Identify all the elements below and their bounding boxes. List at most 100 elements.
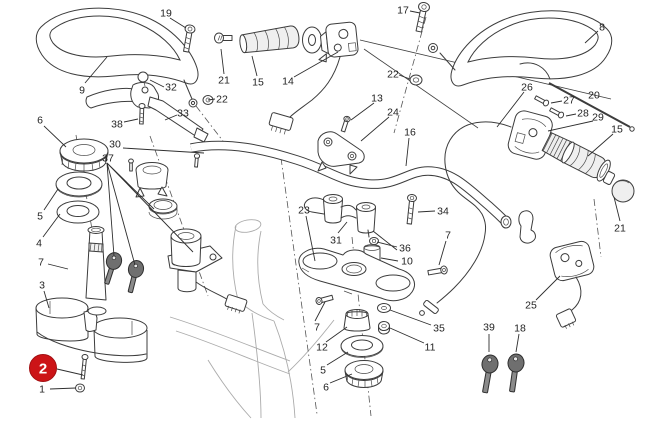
callout-1[interactable]: 1 xyxy=(39,384,45,396)
callout-3[interactable]: 3 xyxy=(39,280,45,292)
callout-32[interactable]: 32 xyxy=(165,82,177,94)
callout-6-left[interactable]: 6 xyxy=(37,115,43,127)
callout-7-clamp-right[interactable]: 7 xyxy=(445,230,451,242)
right-mirror xyxy=(428,10,613,87)
callout-5-center[interactable]: 5 xyxy=(320,365,326,377)
pinch-bolt-7-right xyxy=(427,265,448,276)
callout-25[interactable]: 25 xyxy=(525,300,537,312)
cable-ferrule xyxy=(423,300,439,314)
pinch-bolt-7-left xyxy=(315,294,334,305)
cable-end-nipple xyxy=(419,310,425,316)
callout-17[interactable]: 17 xyxy=(397,5,409,17)
callout-22-left[interactable]: 22 xyxy=(216,94,228,106)
selected-callout-label: 2 xyxy=(39,361,47,378)
callout-15-right[interactable]: 15 xyxy=(611,124,623,136)
bearing-6-left xyxy=(59,138,109,172)
callout-24[interactable]: 24 xyxy=(387,107,399,119)
callout-23[interactable]: 23 xyxy=(298,205,310,217)
callout-13[interactable]: 13 xyxy=(371,93,383,105)
bar-end-screw-21-left xyxy=(214,32,233,44)
screw-17 xyxy=(415,1,430,33)
dust-cap-12 xyxy=(343,309,371,332)
callout-34[interactable]: 34 xyxy=(437,206,449,218)
bar-end-21-right xyxy=(602,171,635,203)
upper-triple-clamp xyxy=(298,247,415,302)
right-connector xyxy=(555,308,577,329)
leader-lines xyxy=(42,10,621,390)
callout-11[interactable]: 11 xyxy=(425,342,436,354)
bearing-6-center xyxy=(344,360,384,388)
callout-33[interactable]: 33 xyxy=(177,108,189,120)
callout-7-clamp-left[interactable]: 7 xyxy=(314,322,320,334)
bar-clamp-24 xyxy=(317,131,365,175)
key-18 xyxy=(507,353,525,393)
callout-37[interactable]: 37 xyxy=(102,153,114,165)
ball-end-32 xyxy=(137,71,149,83)
callout-12[interactable]: 12 xyxy=(316,342,328,354)
callout-21-left[interactable]: 21 xyxy=(218,75,230,87)
left-connector xyxy=(268,112,294,135)
key-39 xyxy=(481,354,499,394)
callout-36[interactable]: 36 xyxy=(399,243,411,255)
callout-29[interactable]: 29 xyxy=(592,112,604,124)
screw-19 xyxy=(183,24,196,53)
selected-callout-badge[interactable]: 2 xyxy=(29,354,57,382)
callout-21-right[interactable]: 21 xyxy=(614,223,626,235)
callout-39[interactable]: 39 xyxy=(483,322,495,334)
callout-35[interactable]: 35 xyxy=(433,323,445,335)
callout-9[interactable]: 9 xyxy=(79,85,85,97)
grip-washer xyxy=(302,26,322,54)
callout-7-stem[interactable]: 7 xyxy=(38,257,44,269)
washer-5-center xyxy=(340,335,384,358)
screw-27 xyxy=(534,95,550,107)
key-37-b xyxy=(127,260,145,294)
callout-15-left[interactable]: 15 xyxy=(252,77,264,89)
callout-14[interactable]: 14 xyxy=(282,76,294,88)
throttle-cable-loop xyxy=(436,121,512,304)
cable-nipple xyxy=(629,126,635,132)
callout-19[interactable]: 19 xyxy=(160,8,172,20)
right-switch-cable xyxy=(571,276,582,311)
callout-10[interactable]: 10 xyxy=(401,256,413,268)
right-switch-25 xyxy=(549,240,595,282)
cable-stub xyxy=(519,62,551,80)
callout-6-center[interactable]: 6 xyxy=(323,382,329,394)
key-37-a xyxy=(104,252,123,285)
nut-22-right xyxy=(409,74,423,86)
callout-16[interactable]: 16 xyxy=(404,127,416,139)
screw-13 xyxy=(340,115,351,133)
nut-11 xyxy=(378,321,390,335)
pinch-bolt-2 xyxy=(80,353,89,380)
kit-screw-b xyxy=(128,158,134,172)
callouts: 19 9 32 33 38 6 30 37 5 4 7 3 1 21 15 14… xyxy=(36,5,626,396)
callout-4[interactable]: 4 xyxy=(36,238,42,250)
washer-35 xyxy=(377,303,391,313)
left-grip xyxy=(239,25,300,54)
clutch-lever xyxy=(85,71,209,143)
washer-5-left xyxy=(55,171,103,198)
callout-22-right[interactable]: 22 xyxy=(387,69,399,81)
left-mirror xyxy=(35,7,199,108)
screw-38 xyxy=(138,102,146,125)
callout-38[interactable]: 38 xyxy=(111,119,123,131)
right-grip-15 xyxy=(541,132,611,182)
left-switch-14 xyxy=(318,21,359,63)
grip-flange-29 xyxy=(561,141,575,164)
callout-5-left[interactable]: 5 xyxy=(37,211,43,223)
nut-1 xyxy=(75,383,85,393)
callout-31[interactable]: 31 xyxy=(330,235,342,247)
callout-28[interactable]: 28 xyxy=(577,108,589,120)
lower-triple-clamp-3 xyxy=(35,297,148,363)
callout-27[interactable]: 27 xyxy=(563,95,575,107)
screw-28 xyxy=(549,107,565,119)
throttle-housing-26 xyxy=(507,110,553,160)
kit-screw-a xyxy=(193,153,201,168)
callout-30[interactable]: 30 xyxy=(109,139,121,151)
ignition-connector xyxy=(224,294,248,314)
callout-26[interactable]: 26 xyxy=(521,82,533,94)
callout-20[interactable]: 20 xyxy=(588,90,600,102)
ignition-switch-kit xyxy=(135,162,232,303)
callout-18[interactable]: 18 xyxy=(514,323,526,335)
callout-8[interactable]: 8 xyxy=(599,22,605,34)
riser-clamp-31 xyxy=(303,194,376,238)
